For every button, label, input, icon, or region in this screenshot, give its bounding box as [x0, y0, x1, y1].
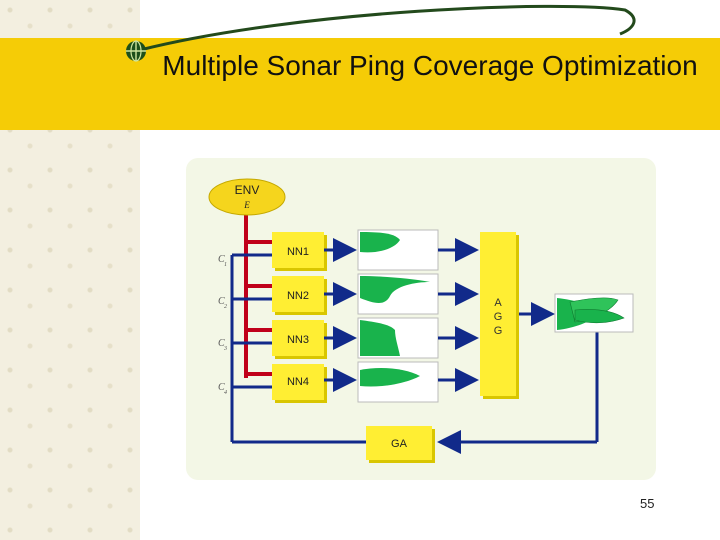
input-label: C: [218, 382, 225, 393]
agg-letter: A: [494, 297, 502, 309]
coverage-panel: [357, 229, 439, 271]
nn-label: NN4: [287, 376, 309, 388]
nn-node: NN3: [272, 320, 327, 359]
env-feed-lines: [244, 212, 272, 378]
input-subscript: 2: [224, 304, 227, 310]
env-label: ENV: [235, 183, 260, 197]
aggregator-node: A G G: [480, 232, 519, 399]
slide-title: Multiple Sonar Ping Coverage Optimizatio…: [162, 50, 698, 81]
nn-label: NN1: [287, 246, 309, 258]
slide-number: 55: [640, 496, 655, 511]
input-label: C: [218, 296, 225, 307]
globe-icon: [126, 40, 146, 62]
nn-output-arrows: [324, 238, 357, 392]
coverage-panel: [357, 361, 439, 403]
input-subscript: 1: [224, 262, 227, 268]
coverage-panel: [357, 317, 439, 359]
env-subscript: E: [243, 200, 250, 210]
input-labels: C 1 C 2 C 3 C 4: [218, 254, 227, 396]
nn-node: NN1: [272, 232, 327, 271]
title-band: [0, 38, 720, 130]
ga-label: GA: [391, 438, 408, 450]
nn-label: NN3: [287, 334, 309, 346]
nn-label: NN2: [287, 290, 309, 302]
env-node: [208, 178, 286, 216]
input-subscript: 4: [224, 389, 227, 396]
agg-letter: G: [494, 311, 503, 323]
ga-feedback-lines: [230, 253, 599, 454]
agg-letter: G: [494, 325, 503, 337]
nn-node: NN2: [272, 276, 327, 315]
input-label: C: [218, 254, 225, 265]
coverage-panel: [357, 273, 439, 315]
ga-node: GA: [366, 426, 435, 463]
input-subscript: 3: [223, 346, 227, 352]
aggregator-input-arrows: [438, 238, 479, 392]
nn-node: NN4: [272, 364, 327, 403]
input-label: C: [218, 338, 225, 349]
combined-coverage-panel: [554, 293, 634, 333]
